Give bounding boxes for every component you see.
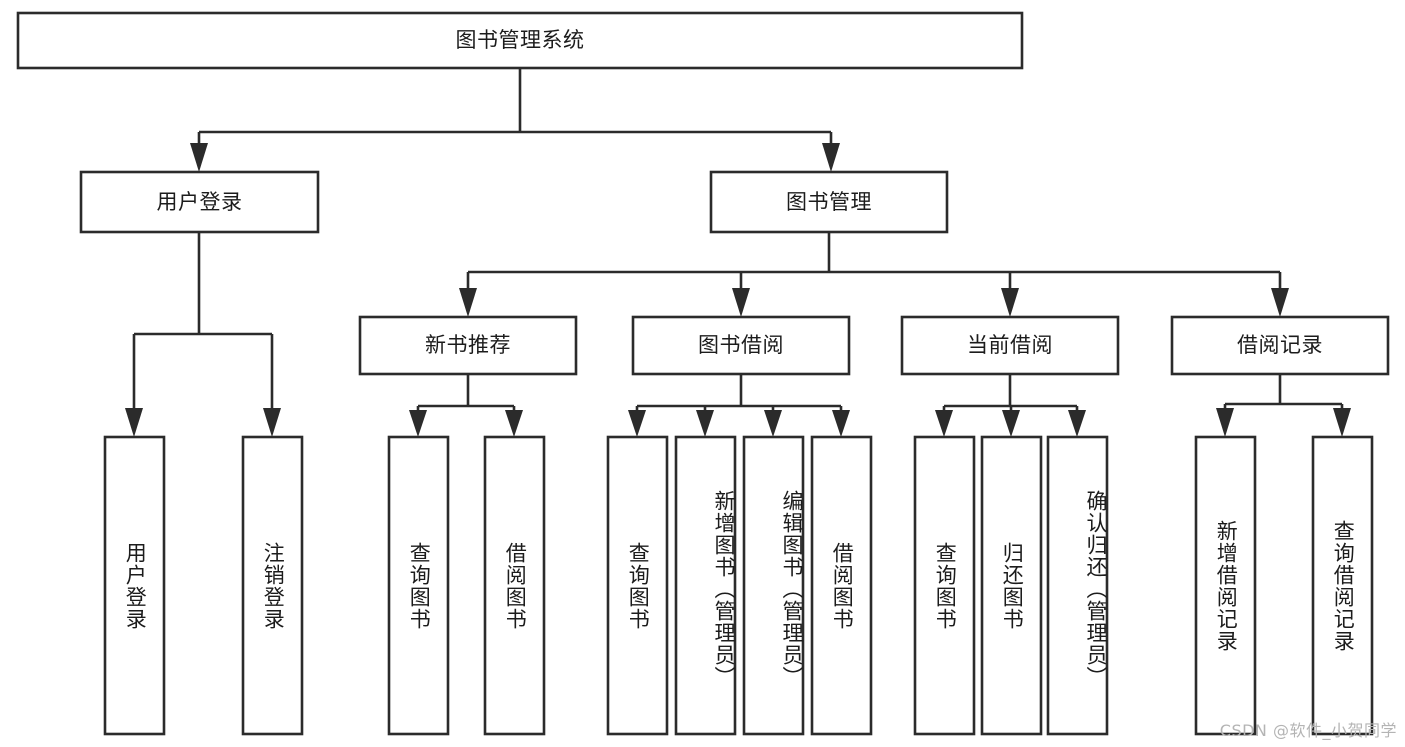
node-box-leaf-borrow-book[interactable] (810, 435, 873, 736)
node-box-leaf-edit-book[interactable] (742, 435, 805, 736)
node-box-leaf-confirm-return[interactable] (1046, 435, 1109, 736)
node-box-borrow-record[interactable] (1170, 315, 1390, 376)
node-box-root[interactable] (16, 11, 1024, 70)
node-box-leaf-add-borrow-record[interactable] (1194, 435, 1257, 736)
node-box-book-borrow[interactable] (631, 315, 851, 376)
node-box-current-borrow[interactable] (900, 315, 1120, 376)
node-box-leaf-user-login[interactable] (103, 435, 166, 736)
connector-current-to-leaves (935, 374, 1086, 437)
node-box-leaf-user-logout[interactable] (241, 435, 304, 736)
node-box-user-login[interactable] (79, 170, 320, 234)
node-box-leaf-add-book[interactable] (674, 435, 737, 736)
node-box-leaf-query-book-current[interactable] (913, 435, 976, 736)
node-box-leaf-query-book-recommend[interactable] (387, 435, 450, 736)
connector-root-to-level2 (190, 68, 840, 172)
node-box-leaf-query-book-borrow[interactable] (606, 435, 669, 736)
node-box-leaf-return-book[interactable] (980, 435, 1043, 736)
connector-recommend-to-leaves (409, 374, 523, 437)
node-box-leaf-query-borrow-record[interactable] (1311, 435, 1374, 736)
connector-bookmgmt-to-level3 (459, 232, 1289, 317)
csdn-watermark: CSDN @软件_小贺同学 (1219, 721, 1397, 740)
connector-borrow-to-leaves (628, 374, 850, 437)
node-box-book-management[interactable] (709, 170, 949, 234)
connector-record-to-leaves (1216, 374, 1351, 437)
node-box-new-book-recommend[interactable] (358, 315, 578, 376)
connector-userlogin-to-leaves (125, 232, 281, 437)
node-box-leaf-borrow-book-recommend[interactable] (483, 435, 546, 736)
